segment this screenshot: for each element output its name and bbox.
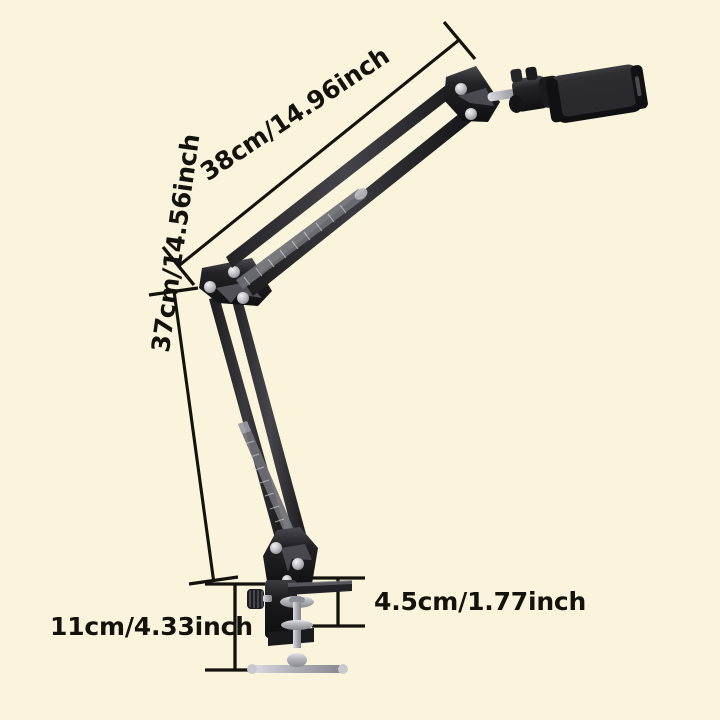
- head-joint-plate: [444, 66, 500, 122]
- dimension-line-lower-arm: [148, 286, 239, 586]
- clamp-bottom-jaw: [268, 628, 314, 646]
- clamp-screw: [247, 596, 348, 674]
- dimension-label-clamp-depth: 4.5cm/1.77inch: [374, 587, 587, 616]
- clamp-t-handle: [250, 665, 345, 673]
- base-joint: [263, 527, 318, 588]
- phone-clamp-head-assembly: [487, 64, 648, 123]
- upper-arm: [226, 78, 478, 296]
- dimension-label-base-width: 11cm/4.33inch: [50, 612, 253, 641]
- desk-clamp: [247, 580, 352, 674]
- dimension-line-upper-arm: [161, 20, 477, 287]
- clamp-jaw-left: [545, 78, 563, 123]
- upper-arm-spring: [236, 188, 368, 289]
- lower-arm: [209, 295, 309, 553]
- side-knob: [247, 589, 272, 609]
